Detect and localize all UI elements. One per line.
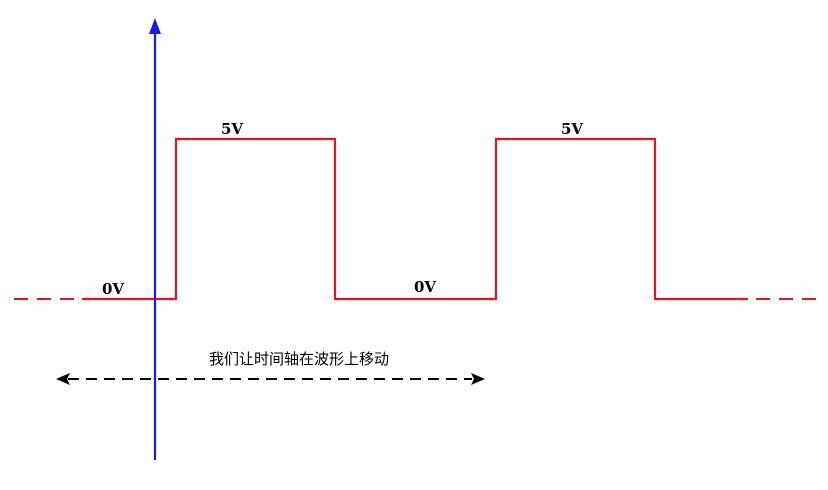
square-waveform bbox=[82, 137, 748, 301]
movement-arrowhead-right bbox=[471, 373, 485, 385]
time-axis-arrowhead bbox=[149, 18, 161, 34]
movement-arrowhead-left bbox=[56, 373, 70, 385]
label-0v-second: 0V bbox=[414, 278, 436, 296]
label-5v-first: 5V bbox=[221, 120, 243, 138]
label-0v-first: 0V bbox=[102, 280, 124, 298]
label-5v-second: 5V bbox=[561, 120, 583, 138]
caption-text: 我们让时间轴在波形上移动 bbox=[209, 350, 389, 368]
